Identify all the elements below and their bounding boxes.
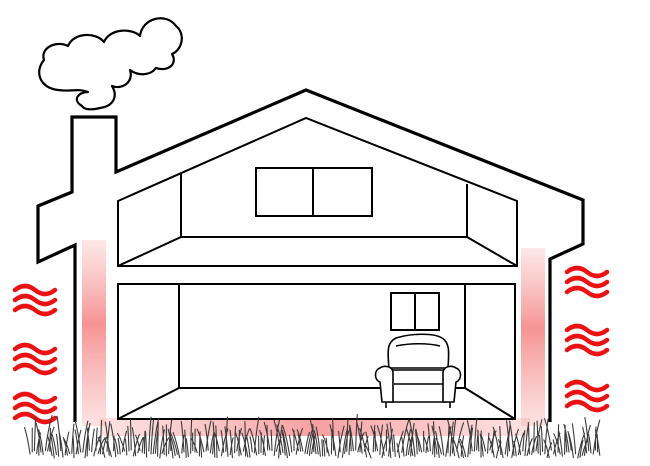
heat-wave-icon bbox=[567, 268, 607, 296]
left-wall-glow bbox=[82, 240, 106, 426]
heat-waves-left bbox=[15, 286, 55, 422]
smoke-cloud-icon bbox=[39, 18, 182, 109]
armchair-icon bbox=[376, 334, 461, 408]
heat-wave-icon bbox=[15, 394, 55, 422]
heat-waves-right bbox=[567, 268, 607, 410]
heat-wave-icon bbox=[567, 382, 607, 410]
right-wall-glow bbox=[521, 248, 545, 426]
heat-wave-icon bbox=[15, 286, 55, 314]
heat-wave-icon bbox=[567, 326, 607, 354]
wall-heat-glow bbox=[82, 240, 545, 436]
attic-window bbox=[256, 168, 372, 216]
heat-wave-icon bbox=[15, 345, 55, 373]
ground-room bbox=[118, 284, 515, 419]
living-room-window bbox=[391, 293, 439, 330]
